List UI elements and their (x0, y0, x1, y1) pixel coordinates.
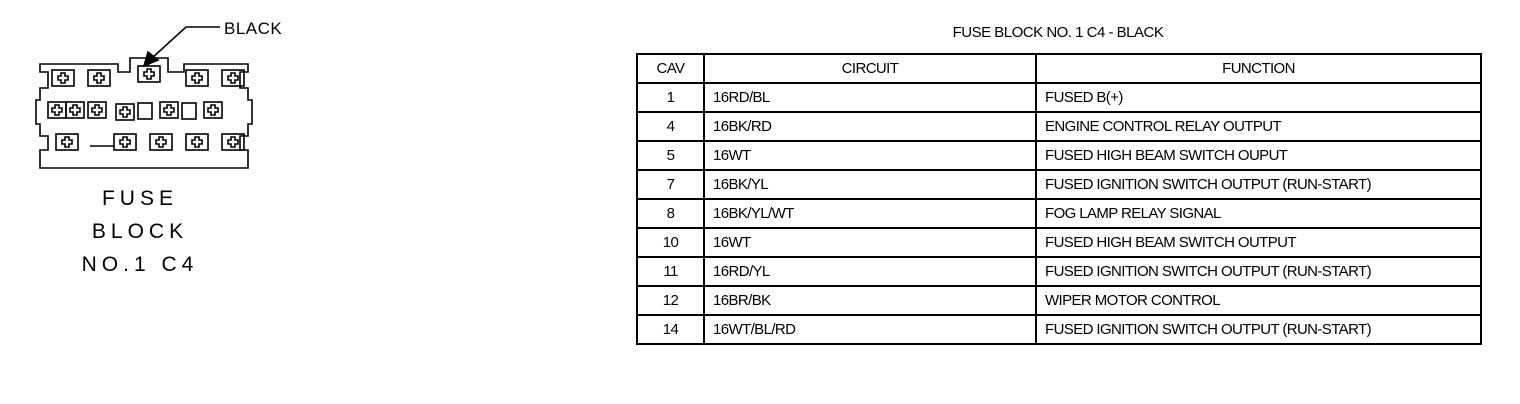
cell-function: FUSED HIGH BEAM SWITCH OUPUT (1035, 140, 1482, 171)
cavity-12 (181, 102, 197, 120)
cell-circuit: 16RD/BL (703, 82, 1037, 113)
connector-color-label: BLACK (224, 19, 283, 38)
connector-drawing (35, 26, 253, 169)
cell-circuit: 16BK/YL/WT (703, 198, 1037, 229)
table-header-row: CAV CIRCUIT FUNCTION (636, 53, 1482, 84)
cell-circuit: 16WT (703, 140, 1037, 171)
cell-circuit: 16BK/RD (703, 111, 1037, 142)
cell-cav: 7 (636, 169, 705, 200)
header-circuit: CIRCUIT (703, 53, 1037, 84)
cell-cav: 11 (636, 256, 705, 287)
cavity-14 (55, 133, 79, 151)
cavity-11 (159, 101, 179, 119)
terminal-plus-icon (93, 72, 105, 84)
cell-function: WIPER MOTOR CONTROL (1035, 285, 1482, 316)
terminal-plus-icon (91, 104, 103, 116)
cell-circuit: 16WT/BL/RD (703, 314, 1037, 345)
connector-housing (35, 57, 253, 169)
cell-function: FUSED IGNITION SWITCH OUTPUT (RUN-START) (1035, 314, 1482, 345)
terminal-plus-icon (163, 104, 175, 116)
cavity-2 (87, 69, 111, 87)
table-title: FUSE BLOCK NO. 1 C4 - BLACK (952, 24, 1164, 41)
connector-caption-line-1: FUSE (101, 187, 178, 210)
cell-cav: 8 (636, 198, 705, 229)
cell-function: FUSED IGNITION SWITCH OUTPUT (RUN-START) (1035, 169, 1482, 200)
terminal-plus-icon (191, 72, 203, 84)
cavity-4 (185, 69, 209, 87)
cell-circuit: 16BK/YL (703, 169, 1037, 200)
cavity-17 (185, 133, 209, 151)
cavity-10 (137, 102, 153, 120)
header-cav: CAV (636, 53, 705, 84)
cell-cav: 10 (636, 227, 705, 258)
cell-function: ENGINE CONTROL RELAY OUTPUT (1035, 111, 1482, 142)
connector-caption-line-2: BLOCK (91, 220, 189, 243)
cavity-8 (87, 101, 107, 119)
cavity-1 (51, 69, 75, 87)
terminal-plus-icon (69, 104, 81, 116)
connector-caption-line-3: NO.1 C4 (81, 253, 199, 276)
cell-function: FUSED HIGH BEAM SWITCH OUTPUT (1035, 227, 1482, 258)
cell-function: FUSED B(+) (1035, 82, 1482, 113)
terminal-plus-icon (57, 72, 69, 84)
cell-function: FUSED IGNITION SWITCH OUTPUT (RUN-START) (1035, 256, 1482, 287)
header-function: FUNCTION (1035, 53, 1482, 84)
pointer-leader-line (151, 26, 220, 59)
terminal-plus-icon (207, 104, 219, 116)
terminal-plus-icon (143, 68, 155, 80)
cell-cav: 4 (636, 111, 705, 142)
terminal-plus-icon (227, 136, 239, 148)
cell-circuit: 16BR/BK (703, 285, 1037, 316)
terminal-plus-icon (119, 106, 131, 118)
terminal-plus-icon (155, 136, 167, 148)
cell-cav: 12 (636, 285, 705, 316)
cell-cav: 5 (636, 140, 705, 171)
cell-function: FOG LAMP RELAY SIGNAL (1035, 198, 1482, 229)
cavity-9 (115, 103, 135, 121)
terminal-plus-icon (61, 136, 73, 148)
cavity-5 (221, 69, 245, 87)
terminal-plus-icon (191, 136, 203, 148)
cavity-15 (113, 133, 137, 151)
terminal-plus-icon (227, 72, 239, 84)
pointer-arrowhead (142, 50, 160, 68)
cell-cav: 14 (636, 314, 705, 345)
cavity-7 (65, 101, 85, 119)
cell-circuit: 16RD/YL (703, 256, 1037, 287)
terminal-plus-icon (51, 104, 63, 116)
cavity-3 (137, 65, 161, 83)
connector-figure: BLACK FUSE BLOCK NO.1 C4 (0, 0, 420, 404)
terminal-plus-icon (119, 136, 131, 148)
cell-cav: 1 (636, 82, 705, 113)
cavity-16 (149, 133, 173, 151)
cavity-18 (221, 133, 245, 151)
cavity-13 (203, 101, 223, 119)
cell-circuit: 16WT (703, 227, 1037, 258)
